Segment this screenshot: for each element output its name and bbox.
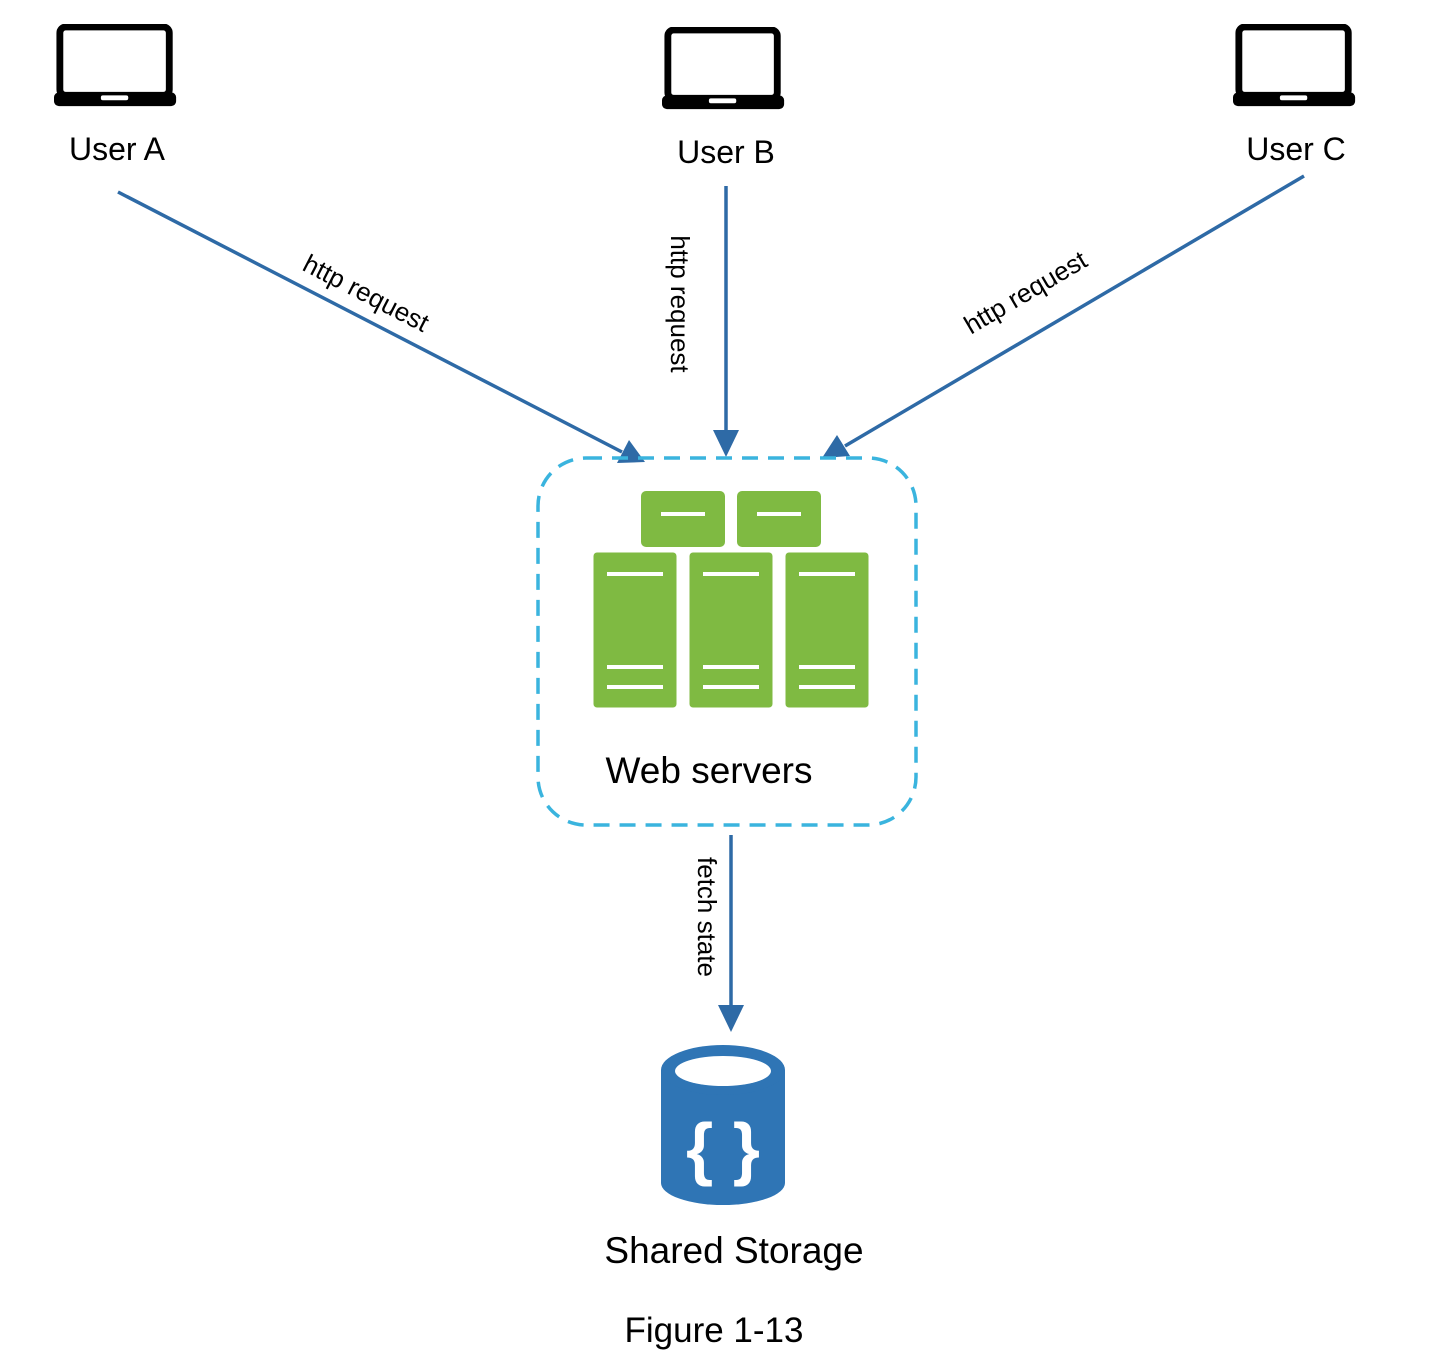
laptop-icon (662, 30, 784, 109)
user-c-node: User C (1233, 27, 1355, 167)
database-icon: { } (661, 1045, 785, 1205)
user-c-label: User C (1246, 131, 1346, 167)
braces-glyph: { } (686, 1109, 760, 1187)
arrow-line (117, 190, 623, 454)
figure-caption: Figure 1-13 (625, 1311, 804, 1350)
arrowhead-icon (822, 435, 850, 458)
user-a-node: User A (54, 27, 176, 167)
laptop-icon (1233, 27, 1355, 106)
edge-user-a: http request (117, 190, 645, 463)
user-a-label: User A (69, 131, 166, 167)
arrowhead-icon (713, 430, 739, 457)
edge-label: http request (665, 235, 695, 373)
edge-label: fetch state (692, 857, 722, 977)
server-cluster-icon (590, 491, 872, 711)
web-servers-group: Web servers (536, 456, 918, 827)
user-b-node: User B (662, 30, 784, 170)
arrow-line (844, 174, 1305, 448)
edge-user-c: http request (822, 174, 1305, 458)
user-b-label: User B (677, 134, 775, 170)
shared-storage-label: Shared Storage (604, 1230, 863, 1271)
edge-user-b: http request (665, 186, 739, 457)
edge-label: http request (959, 244, 1093, 340)
web-servers-label: Web servers (606, 750, 813, 791)
shared-storage-node: { } Shared Storage (604, 1045, 864, 1271)
edge-web-to-storage: fetch state (692, 835, 744, 1032)
laptop-icon (54, 27, 176, 106)
arrowhead-icon (718, 1005, 744, 1032)
dashed-border (536, 456, 918, 827)
edge-label: http request (298, 248, 434, 338)
